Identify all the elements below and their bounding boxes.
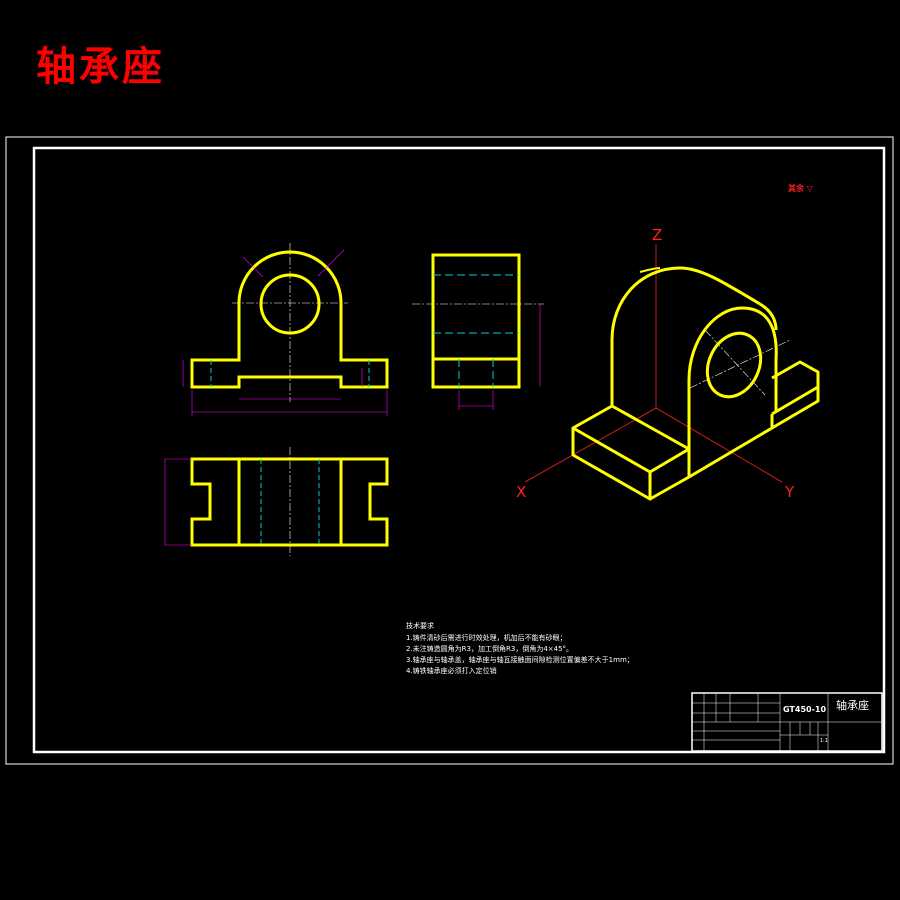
drawing-number: GT450-10 — [783, 705, 826, 714]
axis-x-line — [524, 407, 657, 483]
inner-frame — [32, 146, 886, 754]
title-block: GT450-10 轴承座 1:1 — [691, 692, 883, 752]
iso-upright-back — [610, 266, 761, 406]
isometric-view: Z X Y — [516, 226, 820, 501]
front-view-outline — [190, 250, 389, 389]
page-title: 轴承座 — [36, 43, 165, 90]
axis-x-label: X — [516, 483, 526, 501]
iso-left-base-top — [571, 404, 691, 474]
tech-requirement-4: 4.铸铁轴承座必须打入定位销 — [406, 666, 497, 675]
iso-boss-top — [759, 302, 778, 331]
iso-boss-front — [687, 306, 778, 449]
side-view-outline — [431, 253, 521, 389]
part-name: 轴承座 — [836, 698, 869, 712]
tech-requirement-2: 2.未注铸造圆角为R3，加工倒角R3，倒角为4×45°。 — [406, 644, 573, 653]
radius-leader-left — [242, 256, 264, 278]
axis-z-label: Z — [652, 226, 662, 244]
axis-y-line — [655, 407, 783, 483]
axis-y-label: Y — [784, 483, 795, 501]
iso-top-edge — [639, 267, 661, 273]
iso-right-base-front — [770, 387, 820, 430]
iso-centerline-a — [689, 339, 791, 389]
side-view — [412, 253, 544, 410]
front-view — [182, 243, 389, 416]
scale-value: 1:1 — [820, 738, 828, 744]
tech-requirement-3: 3.轴承座与轴承盖，轴承座与轴瓦接触面间隙检测位置偏差不大于1mm； — [406, 655, 634, 664]
top-view — [164, 447, 389, 556]
tech-requirements: 技术要求 1.铸件清砂后需进行时效处理，机加后不能有砂眼； 2.未注铸造圆角为R… — [406, 621, 634, 675]
front-view-bore — [259, 273, 321, 335]
iso-centerline-b — [704, 329, 766, 396]
iso-middle-base-bottom — [688, 414, 774, 479]
roughness-mark: 其余 ▽ — [788, 183, 814, 193]
top-view-outline — [190, 457, 389, 547]
outer-frame — [5, 136, 894, 765]
radius-leader-right — [317, 249, 345, 277]
iso-bore-hole — [705, 331, 763, 399]
iso-middle-base-front — [649, 449, 691, 501]
iso-left-base-front — [571, 428, 652, 501]
tech-requirements-heading: 技术要求 — [406, 621, 434, 630]
tech-requirement-1: 1.铸件清砂后需进行时效处理，机加后不能有砂眼； — [406, 633, 567, 642]
iso-right-base — [771, 360, 820, 416]
